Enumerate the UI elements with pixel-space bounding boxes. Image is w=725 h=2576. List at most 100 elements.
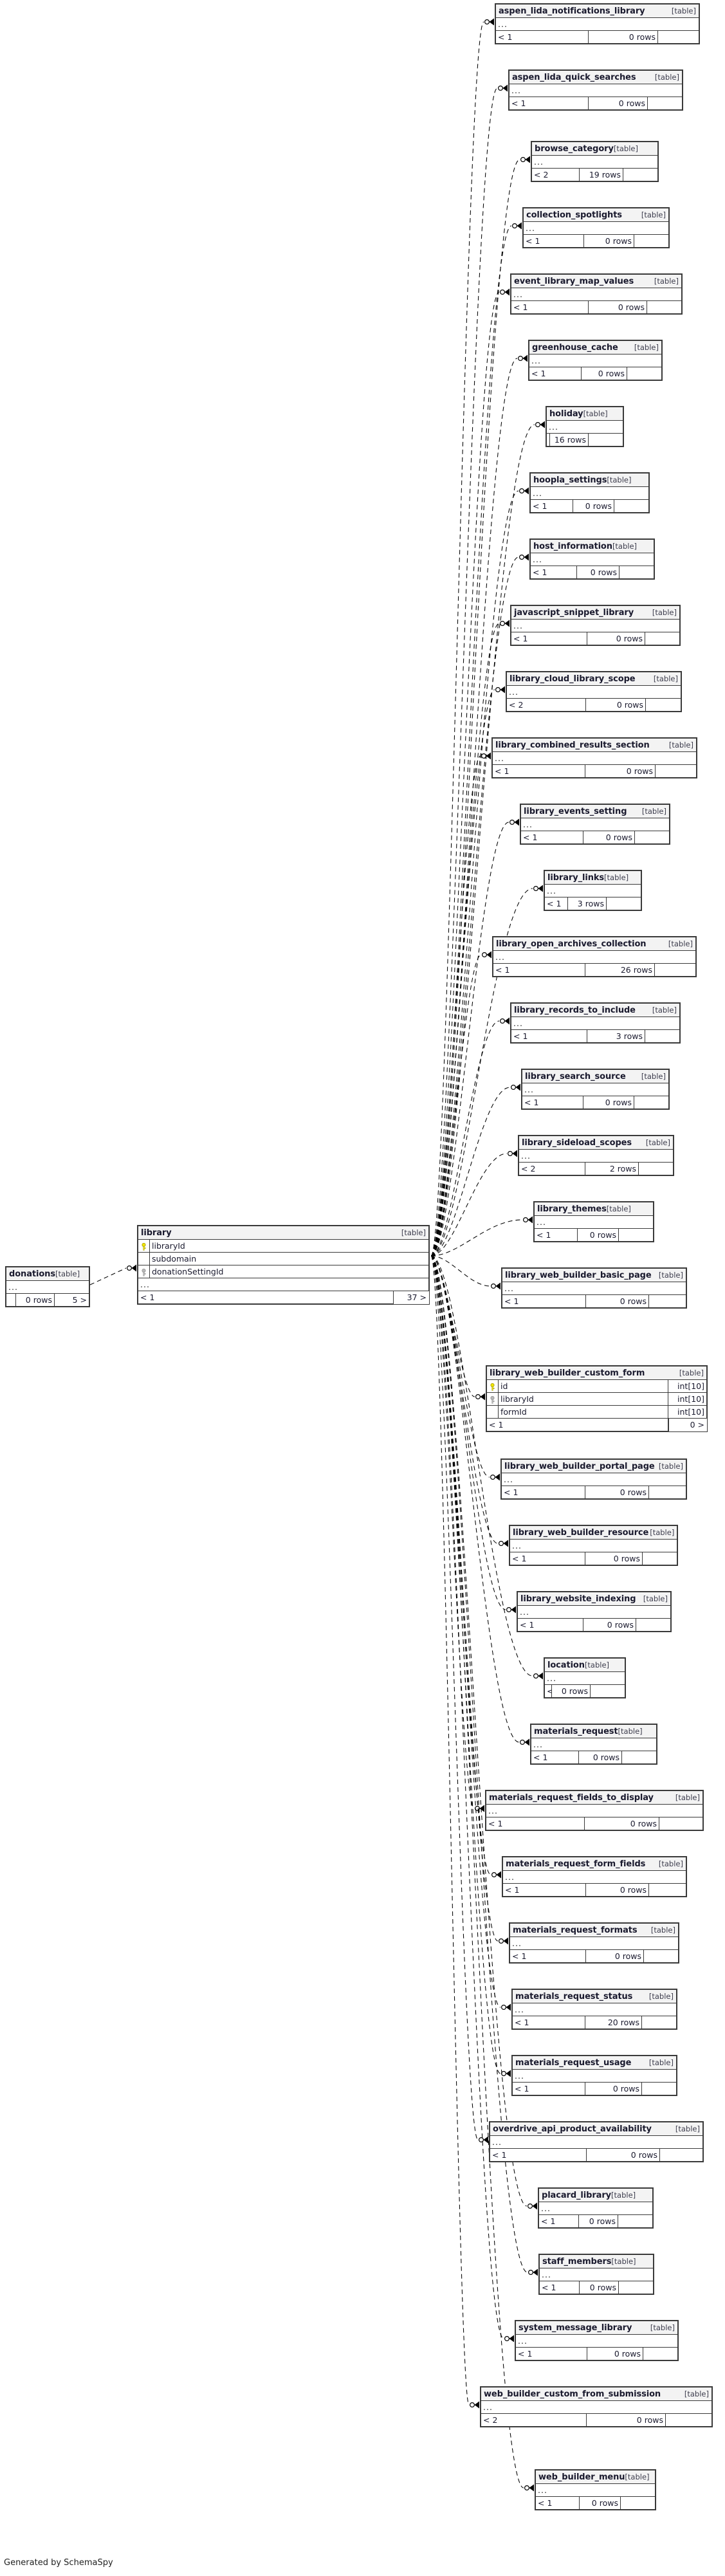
table-name: library_open_archives_collection [496,939,647,949]
table-node-library-web-builder-basic-page[interactable]: library_web_builder_basic_page[table]...… [501,1267,687,1309]
table-parent-count: < 1 [539,2281,580,2294]
table-row-count: 0 rows [585,1949,644,1963]
table-header: library_sideload_scopes[table] [519,1136,674,1150]
crowfoot-connector-icon [509,818,519,826]
table-type-tag: [table] [652,1005,677,1015]
crowfoot-connector-icon [500,2070,511,2077]
table-parent-count: < 1 [512,2082,585,2095]
table-columns-ellipsis: ... [502,1870,686,1884]
crowfoot-connector-icon [491,1871,501,1879]
table-child-count [659,2148,704,2162]
column-name: libraryId [149,1239,429,1253]
table-type-tag: [table] [641,806,666,816]
table-columns-ellipsis: ... [538,2202,653,2215]
table-node-location[interactable]: location[table]...< 10 rows [544,1657,626,1698]
column-key-cell [486,1405,499,1419]
table-header: library_cloud_library_scope[table] [506,672,681,686]
table-node-library-web-builder-resource[interactable]: library_web_builder_resource[table]...< … [509,1525,678,1566]
table-header: location[table] [544,1658,625,1672]
table-column-row[interactable]: libraryId [138,1239,429,1253]
table-node-aspen-lida-notifications-library[interactable]: aspen_lida_notifications_library[table].… [495,3,700,44]
table-child-count [648,1294,687,1308]
crowfoot-connector-icon [519,553,529,561]
table-header: host_information[table] [530,539,654,553]
table-row-count: 3 rows [567,897,607,910]
relationship-edge [430,1255,499,1942]
crowfoot-connector-icon [490,1282,500,1290]
column-key-cell [138,1265,150,1278]
table-header: library_web_builder_resource[table] [509,1525,677,1540]
table-row-count: 0 rows [587,30,658,44]
table-type-tag: [table] [668,939,693,948]
relationship-edge-donations-library [89,1267,127,1285]
column-name: formId [498,1405,668,1419]
table-node-library-cloud-library-scope[interactable]: library_cloud_library_scope[table]...< 2… [506,671,682,712]
table-child-count [641,2082,677,2095]
table-columns-ellipsis: ... [544,884,641,897]
table-name: library_cloud_library_scope [509,674,636,684]
table-child-count [621,1751,657,1764]
table-header: staff_members[table] [539,2254,654,2268]
table-node-library-web-builder-custom-form[interactable]: library_web_builder_custom_form[table]id… [486,1365,708,1432]
table-header: aspen_lida_notifications_library[table] [495,4,699,18]
relationship-edge [430,424,535,1256]
table-node-library-web-builder-portal-page[interactable]: library_web_builder_portal_page[table]..… [500,1458,687,1500]
table-type-tag: [table] [648,1991,674,2001]
table-type-tag: [table] [641,1071,666,1081]
key-icon [490,1396,495,1404]
table-node-web-builder-custom-from-submission[interactable]: web_builder_custom_from_submission[table… [480,2386,713,2427]
table-row-count: 20 rows [584,2016,642,2029]
crowfoot-connector-icon [500,2003,511,2011]
table-node-holiday[interactable]: holiday[table]...< 116 rows [546,406,624,447]
table-node-library-combined-results-section[interactable]: library_combined_results_section[table].… [491,737,697,778]
table-node-library-open-archives-collection[interactable]: library_open_archives_collection[table].… [492,936,697,977]
table-row-count: 0 rows [585,2082,642,2095]
column-key-cell [138,1252,150,1265]
table-header: collection_spotlights[table] [523,208,669,222]
table-name: library_sideload_scopes [522,1137,632,1148]
table-column-row[interactable]: donationSettingId [138,1265,429,1278]
crowfoot-connector-icon [127,1264,136,1272]
table-node-materials-request-form-fields[interactable]: materials_request_form_fields[table]...<… [502,1856,687,1897]
table-columns-ellipsis: ... [530,486,649,500]
table-node-materials-request-fields-to-display[interactable]: materials_request_fields_to_display[tabl… [485,1790,704,1831]
relationship-edge [430,1255,491,1287]
table-column-row[interactable]: subdomain [138,1252,429,1265]
table-child-count [618,1228,654,1242]
table-parent-count: < 1 [517,1618,583,1632]
table-columns-ellipsis: ... [546,420,623,434]
table-node-overdrive-api-product-availability[interactable]: overdrive_api_product_availability[table… [489,2121,704,2162]
table-name: library_records_to_include [514,1005,636,1015]
table-name: materials_request_fields_to_display [489,1792,654,1803]
table-columns-ellipsis: ... [509,84,683,97]
relationship-edge [430,1255,491,1875]
